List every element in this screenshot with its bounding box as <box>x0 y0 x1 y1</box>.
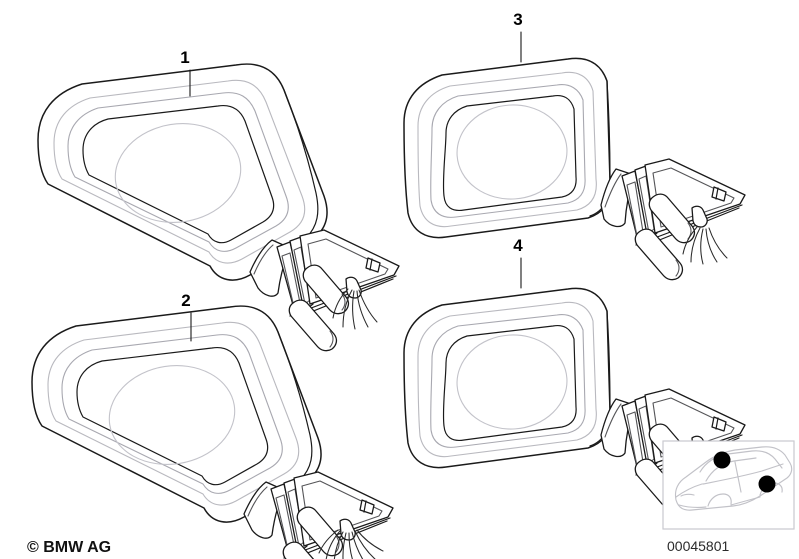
callout-2: 2 <box>181 291 192 342</box>
vehicle-location-thumbnail[interactable] <box>662 440 795 530</box>
exterior-mirror-small-left <box>403 57 746 281</box>
callout-label-4: 4 <box>513 236 523 255</box>
callout-4: 4 <box>513 236 523 289</box>
part-number-label: 00045801 <box>667 538 730 554</box>
callout-1: 1 <box>180 48 191 97</box>
wire-bundle-1 <box>332 288 378 330</box>
wire-bundle-2 <box>318 529 384 559</box>
copyright-notice: © BMW AG <box>27 539 111 556</box>
callout-label-3: 3 <box>513 10 522 29</box>
part-group-2[interactable]: 2 <box>31 291 394 559</box>
callout-label-2: 2 <box>181 291 190 310</box>
callout-3: 3 <box>513 10 523 63</box>
part-group-1[interactable]: 1 <box>37 48 400 352</box>
exterior-mirror-large-right <box>31 305 394 559</box>
wire-bundle-3 <box>682 226 728 265</box>
part-group-3[interactable]: 3 <box>403 10 746 281</box>
mirror-location-marker-left <box>713 451 731 469</box>
mirror-location-marker-right <box>758 475 776 493</box>
callout-label-1: 1 <box>180 48 189 67</box>
